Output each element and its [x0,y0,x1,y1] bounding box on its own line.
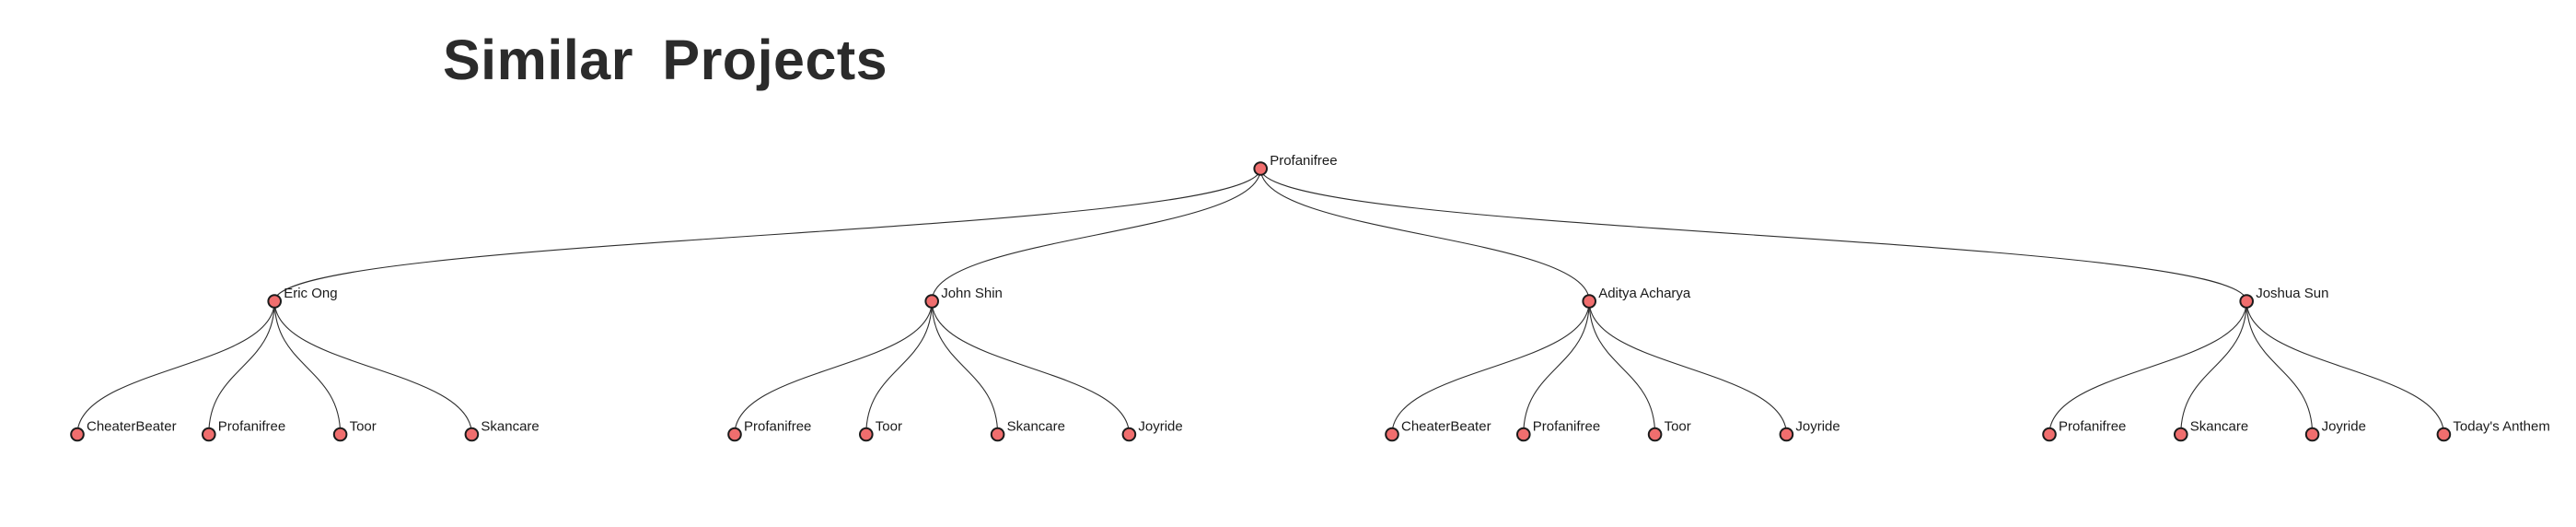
node-circle-john-shin[interactable] [924,294,940,309]
node-label-aditya-acharya: Aditya Acharya [1598,286,1691,301]
node-circle-aditya-acharya[interactable] [1582,294,1596,309]
node-label-john-shin: John Shin [941,286,1003,301]
node-label-skancare: Skancare [481,419,539,435]
node-label-toor: Toor [876,419,902,435]
tree-link [208,300,275,435]
node-circle-cheaterbeater[interactable] [70,427,85,442]
node-circle-skancare[interactable] [464,427,480,442]
node-label-profanifree: Profanifree [1533,419,1600,435]
node-circle-profanifree[interactable] [2042,427,2057,442]
node-circle-profanifree[interactable] [727,427,742,442]
node-label-joyride: Joyride [2322,419,2366,435]
tree-link [273,300,342,435]
tree-link [1588,300,1787,435]
tree-link [2180,300,2247,435]
node-label-joyride: Joyride [1138,419,1182,435]
node-label-cheaterbeater: CheaterBeater [1401,419,1491,435]
node-circle-joyride[interactable] [1779,427,1794,442]
tree-link [2245,300,2444,435]
node-circle-toor[interactable] [859,427,874,442]
node-label-toor: Toor [1665,419,1691,435]
node-label-eric-ong: Eric Ong [284,286,337,301]
tree-link [1523,300,1590,435]
node-circle-today-s-anthem[interactable] [2436,427,2452,442]
node-label-profanifree: Profanifree [744,419,811,435]
tree-link [273,168,1261,302]
node-circle-joyride[interactable] [2304,427,2320,442]
node-circle-profanifree[interactable] [1253,161,1268,176]
node-circle-profanifree[interactable] [202,427,216,442]
page-title: Similar Projects [443,29,888,91]
tree-link [734,300,933,435]
node-circle-toor[interactable] [332,427,348,442]
node-circle-cheaterbeater[interactable] [1385,427,1399,442]
node-label-toor: Toor [350,419,377,435]
tree-link [1259,168,2247,302]
node-circle-toor[interactable] [1647,427,1663,442]
node-circle-joshua-sun[interactable] [2239,294,2254,309]
node-label-profanifree: Profanifree [2059,419,2126,435]
node-label-skancare: Skancare [1007,419,1065,435]
tree-link [1588,300,1656,435]
tree-link [2245,300,2314,435]
tree-link [931,168,1261,302]
node-circle-skancare[interactable] [2174,427,2188,442]
node-label-today-s-anthem: Today's Anthem [2453,419,2549,435]
tree-link [1259,168,1590,302]
tree-link [931,300,1130,435]
node-circle-joyride[interactable] [1121,427,1137,442]
node-label-joyride: Joyride [1795,419,1839,435]
tree-link [76,300,275,435]
tree-links [76,168,2444,435]
node-circle-eric-ong[interactable] [267,294,283,309]
tree-link [931,300,999,435]
node-label-profanifree: Profanifree [218,419,285,435]
node-circle-skancare[interactable] [990,427,1005,442]
node-label-joshua-sun: Joshua Sun [2256,286,2328,301]
tree-link [865,300,933,435]
node-label-skancare: Skancare [2190,419,2248,435]
node-circle-profanifree[interactable] [1516,427,1531,442]
tree-link [2048,300,2247,435]
node-label-cheaterbeater: CheaterBeater [87,419,177,435]
node-label-profanifree: Profanifree [1270,153,1337,169]
tree-link [273,300,472,435]
tree-link [1391,300,1590,435]
